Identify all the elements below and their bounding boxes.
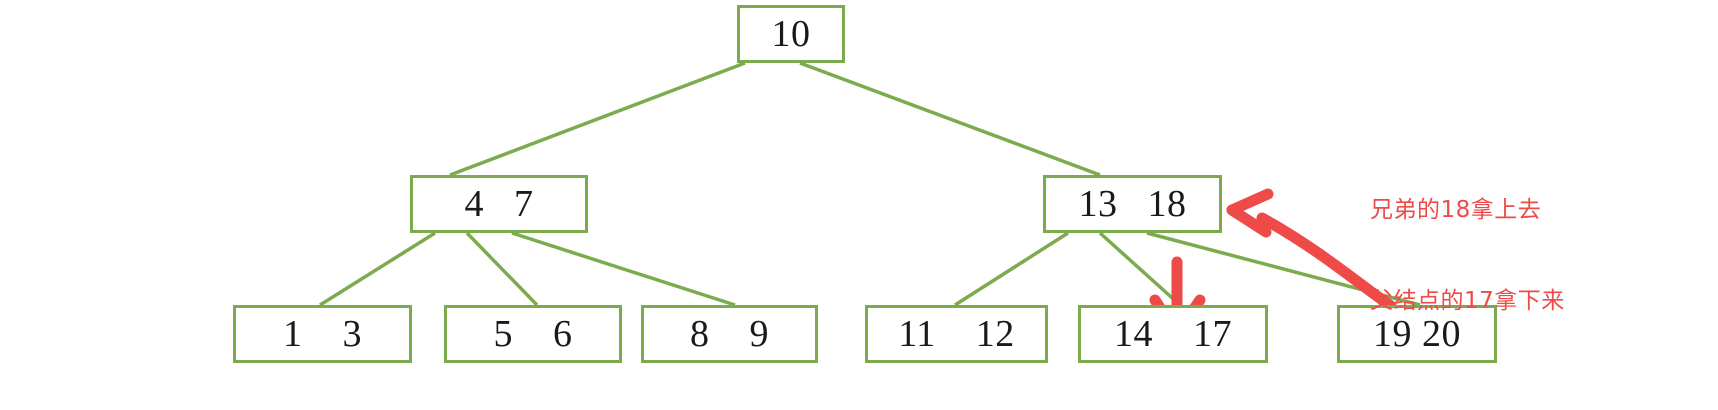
borrow-annotation: 兄弟的18拿上去 父结点的17拿下来 (1370, 134, 1565, 377)
up-arrow-curved-head-1 (1226, 188, 1274, 216)
node-keys-leaf3: 8 9 (690, 313, 769, 355)
up-arrow-curved-head-2 (1226, 204, 1272, 238)
node-keys-leaf5: 14 17 (1114, 313, 1232, 355)
tree-node-leaf5: 14 17 (1078, 305, 1268, 363)
tree-node-left: 4 7 (410, 175, 588, 233)
tree-edge-root-to-right (799, 61, 1101, 177)
tree-node-leaf4: 11 12 (865, 305, 1048, 363)
tree-node-root: 10 (737, 5, 845, 63)
tree-edge-left-to-leaf1 (319, 231, 436, 307)
tree-edge-root-to-left (449, 61, 746, 177)
tree-node-leaf2: 5 6 (444, 305, 622, 363)
tree-edge-left-to-leaf2 (465, 231, 539, 307)
tree-edge-left-to-leaf3 (511, 231, 736, 307)
tree-edge-right-to-leaf5 (1098, 231, 1182, 307)
node-keys-leaf4: 11 12 (898, 313, 1015, 355)
tree-node-leaf6: 19 20 (1337, 305, 1497, 363)
tree-node-right: 13 18 (1043, 175, 1222, 233)
tree-node-leaf1: 1 3 (233, 305, 412, 363)
annotation-line-1: 兄弟的18拿上去 (1370, 196, 1542, 223)
tree-node-leaf3: 8 9 (641, 305, 818, 363)
node-keys-right: 13 18 (1078, 183, 1187, 225)
annotation-line-2: 父结点的17拿下来 (1370, 287, 1565, 314)
node-keys-left: 4 7 (464, 183, 534, 225)
tree-edge-right-to-leaf4 (954, 231, 1069, 307)
node-keys-root: 10 (771, 13, 811, 55)
node-keys-leaf1: 1 3 (283, 313, 362, 355)
node-keys-leaf6: 19 20 (1373, 313, 1461, 355)
node-keys-leaf2: 5 6 (493, 313, 573, 355)
